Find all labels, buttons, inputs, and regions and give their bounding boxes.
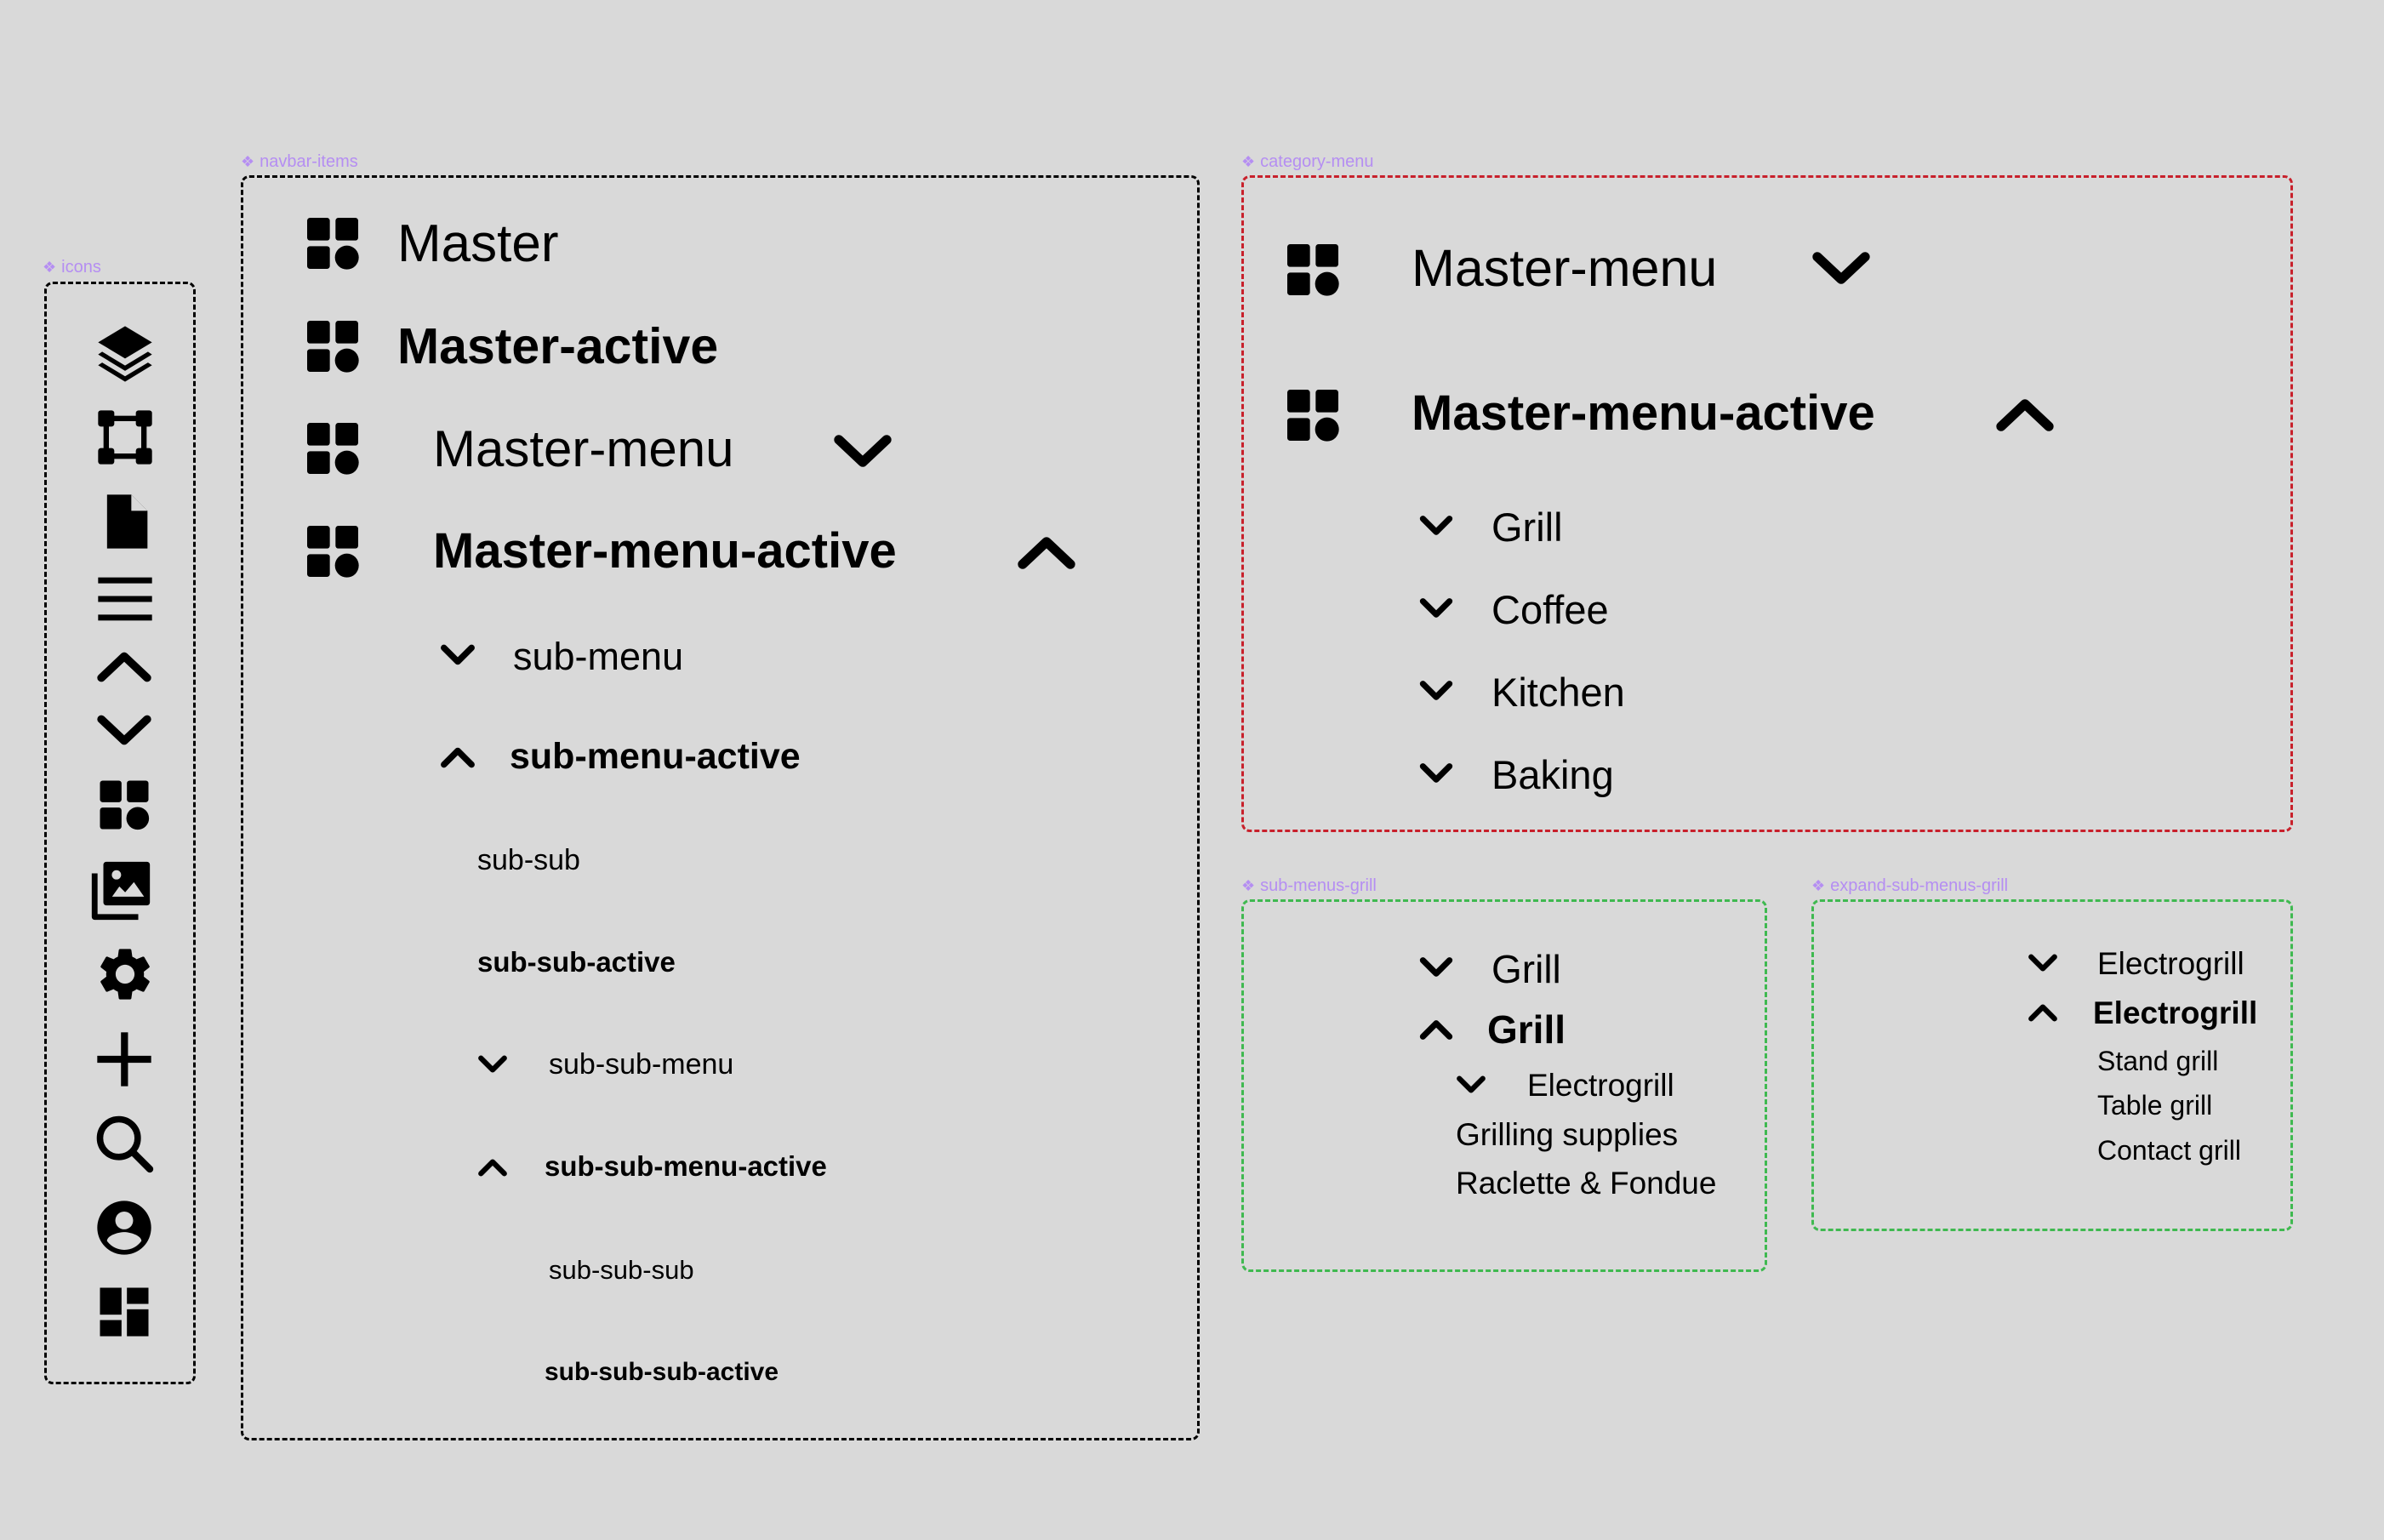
chevron-down-icon (474, 1046, 511, 1083)
grill-active-label: Grill (1487, 1007, 1566, 1052)
expand-sub-menus-grill-frame (1811, 899, 2293, 1231)
nav-sub-menu-active-label: sub-menu-active (510, 736, 801, 777)
cat-item-label: Coffee (1491, 587, 1609, 632)
cat-master-menu-active-label: Master-menu-active (1412, 385, 1875, 441)
chevron-down-icon (1415, 505, 1457, 547)
nav-sub-sub-label: sub-sub (477, 844, 580, 876)
exp-electrogrill-active-label: Electrogrill (2093, 995, 2258, 1030)
chevron-down-icon (1415, 946, 1457, 989)
grill-label: Grill (1491, 947, 1561, 991)
chevron-up-icon (436, 735, 480, 779)
chevron-up-icon (1996, 399, 2054, 431)
chevron-down-icon (1415, 752, 1457, 795)
chevron-up-icon (1018, 537, 1075, 569)
electrogrill-label: Electrogrill (1527, 1068, 1674, 1103)
sub-menus-grill-frame-label: ❖sub-menus-grill (1241, 876, 1377, 895)
gear-icon (100, 949, 150, 1000)
nav-sub-sub-sub-active-label: sub-sub-sub-active (545, 1358, 779, 1386)
chevron-down-icon (1415, 587, 1457, 630)
chevron-down-icon (436, 633, 480, 677)
nav-sub-sub-active-label: sub-sub-active (477, 946, 676, 978)
exp-electrogrill-label: Electrogrill (2097, 946, 2244, 981)
cat-master-menu-label: Master-menu (1412, 239, 1718, 297)
nav-sub-sub-menu-active-label: sub-sub-menu-active (545, 1150, 827, 1182)
dashboard-icon (100, 1287, 149, 1337)
nav-master-label: Master (397, 214, 559, 273)
icons-frame-label: ❖icons (43, 258, 101, 277)
vector-square-icon (98, 410, 152, 465)
chevron-down-icon (97, 715, 151, 745)
category-icon (299, 414, 367, 482)
chevron-down-icon (834, 435, 892, 467)
chevron-up-icon (1415, 1008, 1457, 1051)
category-menu-frame (1241, 175, 2293, 832)
layers-icon (98, 326, 152, 382)
grilling-supplies-label: Grilling supplies (1456, 1117, 1679, 1152)
account-circle-icon (97, 1201, 151, 1255)
category-icon (299, 312, 367, 380)
file-icon (106, 494, 148, 549)
chevron-down-icon (1812, 252, 1870, 284)
nav-sub-menu-label: sub-menu (513, 635, 684, 678)
search-icon (96, 1115, 154, 1173)
category-icon (1279, 381, 1347, 449)
menu-icon (98, 577, 152, 621)
nav-sub-sub-menu-label: sub-sub-menu (549, 1048, 734, 1081)
photo-library-icon (91, 861, 151, 921)
nav-master-menu-label: Master-menu (433, 420, 734, 477)
category-menu-frame-label: ❖category-menu (1241, 152, 1374, 171)
chevron-down-icon (2024, 944, 2062, 982)
expand-sub-menus-grill-frame-label: ❖expand-sub-menus-grill (1811, 876, 2009, 895)
exp-sub-item-label: Table grill (2097, 1090, 2213, 1121)
exp-sub-item-label: Contact grill (2097, 1135, 2241, 1166)
navbar-items-frame (241, 175, 1200, 1440)
navbar-items-frame-label: ❖navbar-items (241, 152, 358, 171)
sub-menus-grill-frame (1241, 899, 1767, 1272)
category-icon (299, 517, 367, 585)
raclette-label: Raclette & Fondue (1456, 1166, 1717, 1201)
chevron-up-icon (2024, 994, 2062, 1031)
icons-frame (44, 282, 196, 1384)
exp-sub-item-label: Stand grill (2097, 1046, 2219, 1076)
cat-item-label: Baking (1491, 752, 1614, 797)
nav-master-menu-active-label: Master-menu-active (433, 523, 897, 579)
chevron-up-icon (97, 652, 151, 682)
nav-master-active-label: Master-active (397, 318, 719, 374)
chevron-up-icon (474, 1149, 511, 1186)
chevron-down-icon (1415, 670, 1457, 712)
category-icon (92, 773, 157, 837)
category-icon (1279, 236, 1347, 304)
nav-sub-sub-sub-label: sub-sub-sub (549, 1255, 694, 1285)
cat-item-label: Kitchen (1491, 670, 1625, 715)
plus-icon (97, 1032, 151, 1087)
cat-item-label: Grill (1491, 505, 1563, 550)
chevron-down-icon (1452, 1066, 1490, 1104)
category-icon (299, 209, 367, 277)
